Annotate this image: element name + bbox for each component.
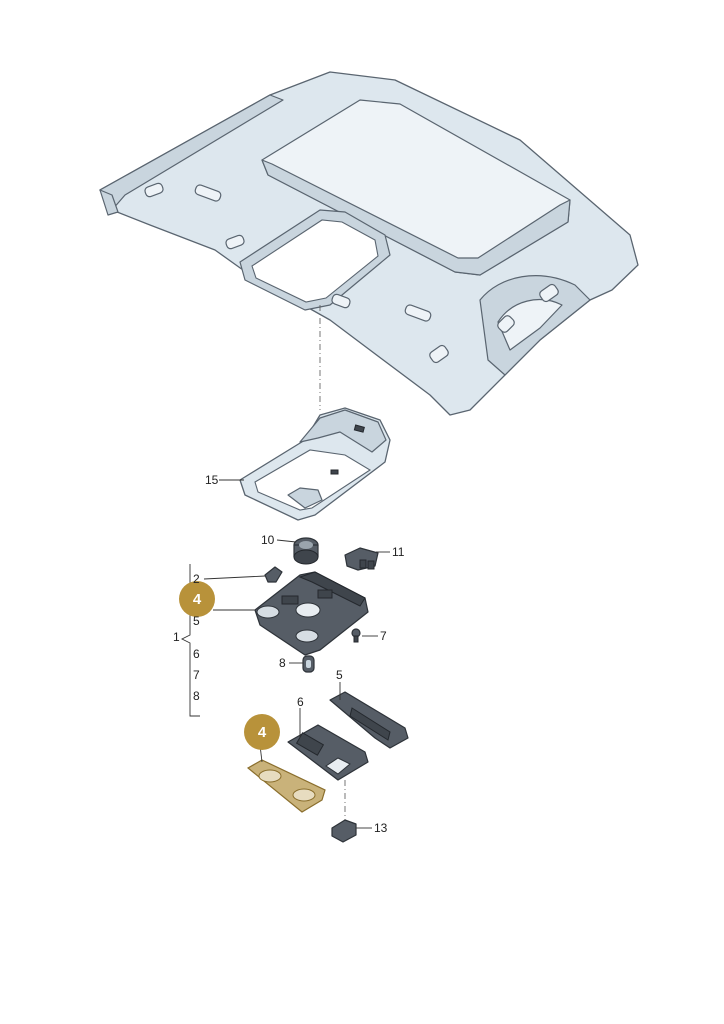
callout-number: 7: [380, 629, 387, 643]
badge-label: 4: [258, 724, 267, 741]
screw-part: [351, 628, 361, 643]
trim-strip: [329, 691, 409, 749]
connector-part: [344, 547, 379, 571]
lens-part-highlighted: [246, 759, 326, 813]
sensor-part: [293, 537, 319, 565]
callout-number: 13: [374, 821, 388, 835]
group-parent-number: 1: [173, 630, 180, 644]
group-item-number: 2: [193, 572, 200, 586]
callout-badge: 4: [179, 581, 215, 617]
lamp-part: [302, 655, 315, 673]
bracket-part: [331, 819, 357, 843]
callout-number: 5: [336, 668, 343, 682]
clip-part: [264, 566, 283, 583]
callout-number: 8: [279, 656, 286, 670]
group-item-number: 8: [193, 689, 200, 703]
callout-number: 10: [261, 533, 275, 547]
callout-number: 15: [205, 473, 219, 487]
group-item-number: 7: [193, 668, 200, 682]
callout-number: 11: [392, 545, 405, 559]
badge-label: 4: [193, 591, 202, 608]
group-item-number: 5: [193, 614, 200, 628]
callout-badge: 4: [244, 714, 280, 750]
leader-lines: [180, 479, 390, 829]
cover-panel: [287, 724, 369, 781]
callout-number: 6: [297, 695, 304, 709]
headliner: [99, 71, 639, 416]
console-housing: [239, 407, 391, 521]
group-item-number: 6: [193, 647, 200, 661]
roof-module: [254, 571, 369, 656]
